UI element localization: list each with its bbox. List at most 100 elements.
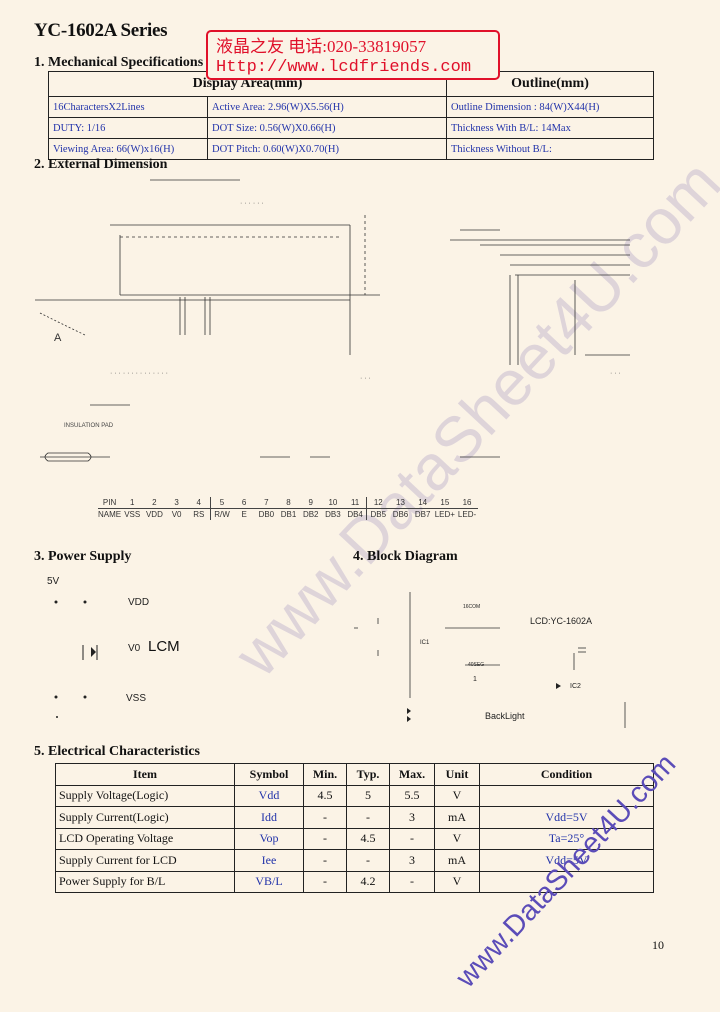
page-number: 10 (652, 938, 664, 952)
electrical-cell: Vdd (234, 784, 304, 807)
power-v0-label: V0 (128, 643, 141, 654)
table-row: Viewing Area: 66(W)x16(H) DOT Pitch: 0.6… (48, 138, 654, 160)
pin-number-cell: 6 (233, 497, 256, 509)
mech-cell: DOT Pitch: 0.60(W)X0.70(H) (207, 138, 447, 160)
section-block-diagram: 4. Block Diagram (353, 549, 458, 564)
electrical-cell: - (303, 806, 347, 829)
stamp-phone: 液晶之友 电话:020-33819057 (216, 37, 427, 56)
block-seg-label: 40SEG (468, 662, 485, 668)
pin-number-cell: PIN (98, 497, 122, 509)
pin-number-cell: 13 (389, 497, 412, 509)
col-typ: Typ. (346, 763, 390, 786)
pin-number-cell: 10 (321, 497, 344, 509)
pin-number-cell: 9 (299, 497, 322, 509)
pin-number-cell: 4 (187, 497, 211, 509)
pin-name-cell: DB6 (392, 510, 409, 519)
pin-number-cell: 7 (255, 497, 278, 509)
table-header-row: Item Symbol Min. Typ. Max. Unit Conditio… (55, 763, 654, 786)
pin-number-cell: 5 (209, 497, 234, 509)
electrical-cell: - (303, 870, 347, 893)
electrical-cell: 5 (346, 784, 390, 807)
pin-number-cell: 2 (143, 497, 166, 509)
electrical-cell: 3 (389, 849, 435, 872)
block-diagram (354, 592, 626, 728)
electrical-cell: - (346, 806, 390, 829)
electrical-cell: Supply Current for LCD (55, 849, 235, 872)
electrical-cell: Supply Voltage(Logic) (55, 784, 235, 807)
contact-stamp: 液晶之友 电话:020-33819057 Http://www.lcdfrien… (206, 30, 500, 80)
pin-name-cell: VSS (124, 510, 141, 519)
col-min: Min. (303, 763, 347, 786)
electrical-cell: - (346, 849, 390, 872)
svg-text:· · · · · · · · · · · · · ·: · · · · · · · · · · · · · · (110, 370, 168, 377)
power-vdd-label: VDD (128, 597, 150, 608)
block-one-label: 1 (473, 676, 477, 683)
mech-cell: 16CharactersX2Lines (48, 96, 208, 118)
power-vss-label: VSS (126, 693, 147, 704)
document-title: YC-1602A Series (34, 20, 168, 41)
pin-number-cell: 15 (433, 497, 456, 509)
power-lcm-label: LCM (148, 638, 180, 655)
pin-name-cell: V0 (171, 510, 182, 519)
pin-number-cell: 14 (411, 497, 434, 509)
mech-cell: DOT Size: 0.56(W)X0.66(H) (207, 117, 447, 139)
mech-header-outline: Outline(mm) (446, 71, 654, 97)
electrical-cell: 3 (389, 806, 435, 829)
block-ic2-label: IC2 (570, 683, 581, 690)
pin-number-cell: 12 (366, 497, 390, 509)
section-electrical: 5. Electrical Characteristics (34, 744, 200, 759)
block-backlight-label: BackLight (485, 711, 525, 721)
power-5v-label: 5V (47, 576, 60, 587)
electrical-cell: mA (434, 806, 480, 829)
electrical-cell: Idd (234, 806, 304, 829)
mech-cell: Outline Dimension : 84(W)X44(H) (446, 96, 654, 118)
electrical-cell: 4.5 (303, 784, 347, 807)
electrical-cell: V (434, 784, 480, 807)
pin-name-cell: DB2 (302, 510, 319, 519)
svg-text:· · ·: · · · (360, 375, 371, 382)
section-mechanical: 1. Mechanical Specifications (34, 55, 204, 70)
section-external-dimension: 2. External Dimension (34, 157, 168, 172)
mech-cell: Active Area: 2.96(W)X5.56(H) (207, 96, 447, 118)
pin-name-cell: DB0 (258, 510, 275, 519)
dimension-drawing: · · · · · · · · · · · · · · · · · · · · … (35, 179, 630, 462)
electrical-cell: Power Supply for B/L (55, 870, 235, 893)
block-com-label: 16COM (463, 604, 481, 610)
col-unit: Unit (434, 763, 480, 786)
pin-name-cell: R/W (209, 508, 234, 520)
electrical-cell: LCD Operating Voltage (55, 827, 235, 850)
svg-text:· · ·: · · · (610, 370, 621, 377)
electrical-cell: 4.2 (346, 870, 390, 893)
electrical-cell: Vop (234, 827, 304, 850)
electrical-cell: Iee (234, 849, 304, 872)
pin-name-cell: NAME (98, 510, 122, 519)
electrical-cell: V (434, 870, 480, 893)
dimension-label-a: A (54, 332, 62, 344)
electrical-cell: mA (434, 849, 480, 872)
mechanical-spec-table: Display Area(mm) Outline(mm) 16Character… (48, 71, 654, 160)
pin-name-cell: DB3 (325, 510, 341, 519)
stamp-url: Http://www.lcdfriends.com (216, 58, 472, 77)
pin-number-cell: 16 (455, 497, 479, 509)
electrical-characteristics-table: Item Symbol Min. Typ. Max. Unit Conditio… (55, 763, 654, 893)
electrical-cell: - (389, 870, 435, 893)
section-power-supply: 3. Power Supply (34, 549, 132, 564)
electrical-cell: Supply Current(Logic) (55, 806, 235, 829)
electrical-cell: 5.5 (389, 784, 435, 807)
pin-name-cell: RS (193, 510, 205, 519)
col-max: Max. (389, 763, 435, 786)
col-item: Item (55, 763, 235, 786)
pin-name-cell: VDD (145, 510, 163, 519)
electrical-cell: - (303, 849, 347, 872)
pin-number-cell: 1 (121, 497, 144, 509)
block-lcd-label: LCD:YC-1602A (530, 616, 593, 626)
mech-cell: Thickness With B/L: 14Max (446, 117, 654, 139)
electrical-cell: V (434, 827, 480, 850)
